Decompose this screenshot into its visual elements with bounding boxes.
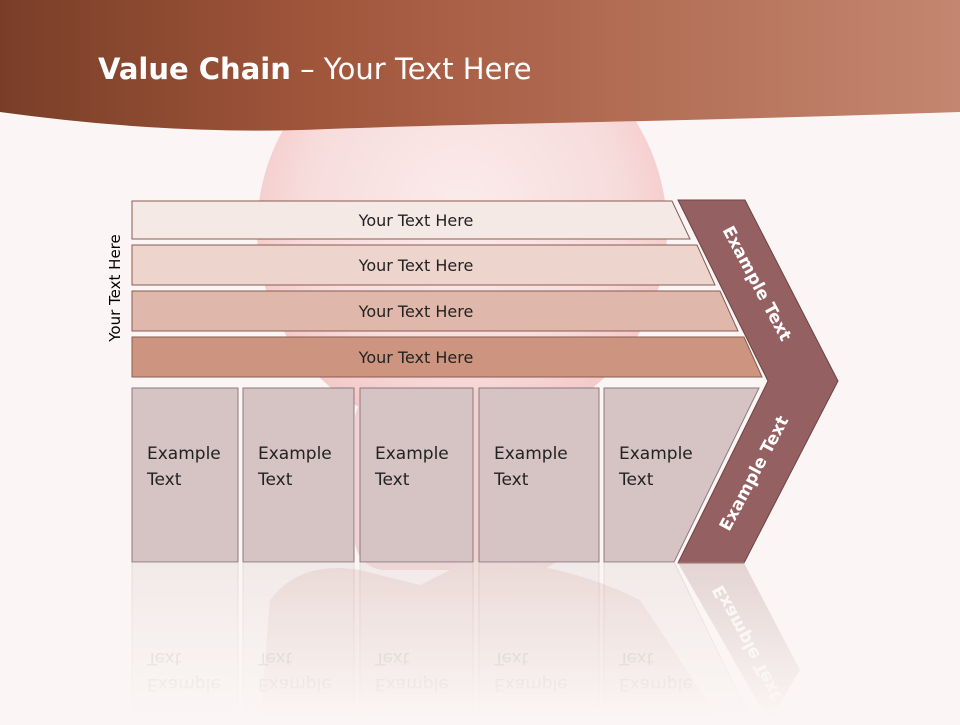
support-row <box>131 200 691 240</box>
support-row-label: Your Text Here <box>358 302 474 321</box>
support-row <box>131 336 763 378</box>
primary-box-label-line1: Example <box>619 444 693 464</box>
primary-box-label-line2: Text <box>618 470 654 490</box>
chevron-shape <box>677 199 839 564</box>
primary-box-label-line2: Text <box>374 470 410 490</box>
primary-box-label-line2: Text <box>493 470 529 490</box>
reflection-fade <box>0 562 960 720</box>
title-banner <box>0 0 960 131</box>
support-row-label: Your Text Here <box>358 211 474 230</box>
primary-box-label-line2: Text <box>146 470 182 490</box>
primary-box-label-line1: Example <box>147 444 221 464</box>
primary-box-label-line1: Example <box>494 444 568 464</box>
primary-box-label-line1: Example <box>258 444 332 464</box>
page-title: Value Chain – Your Text Here <box>98 52 532 86</box>
support-row <box>131 244 716 286</box>
support-row-label: Your Text Here <box>358 256 474 275</box>
primary-box-label-line2: Text <box>257 470 293 490</box>
primary-box-label-line1: Example <box>375 444 449 464</box>
side-label: Your Text Here <box>106 234 124 342</box>
support-row <box>131 290 739 332</box>
support-row-label: Your Text Here <box>358 348 474 367</box>
